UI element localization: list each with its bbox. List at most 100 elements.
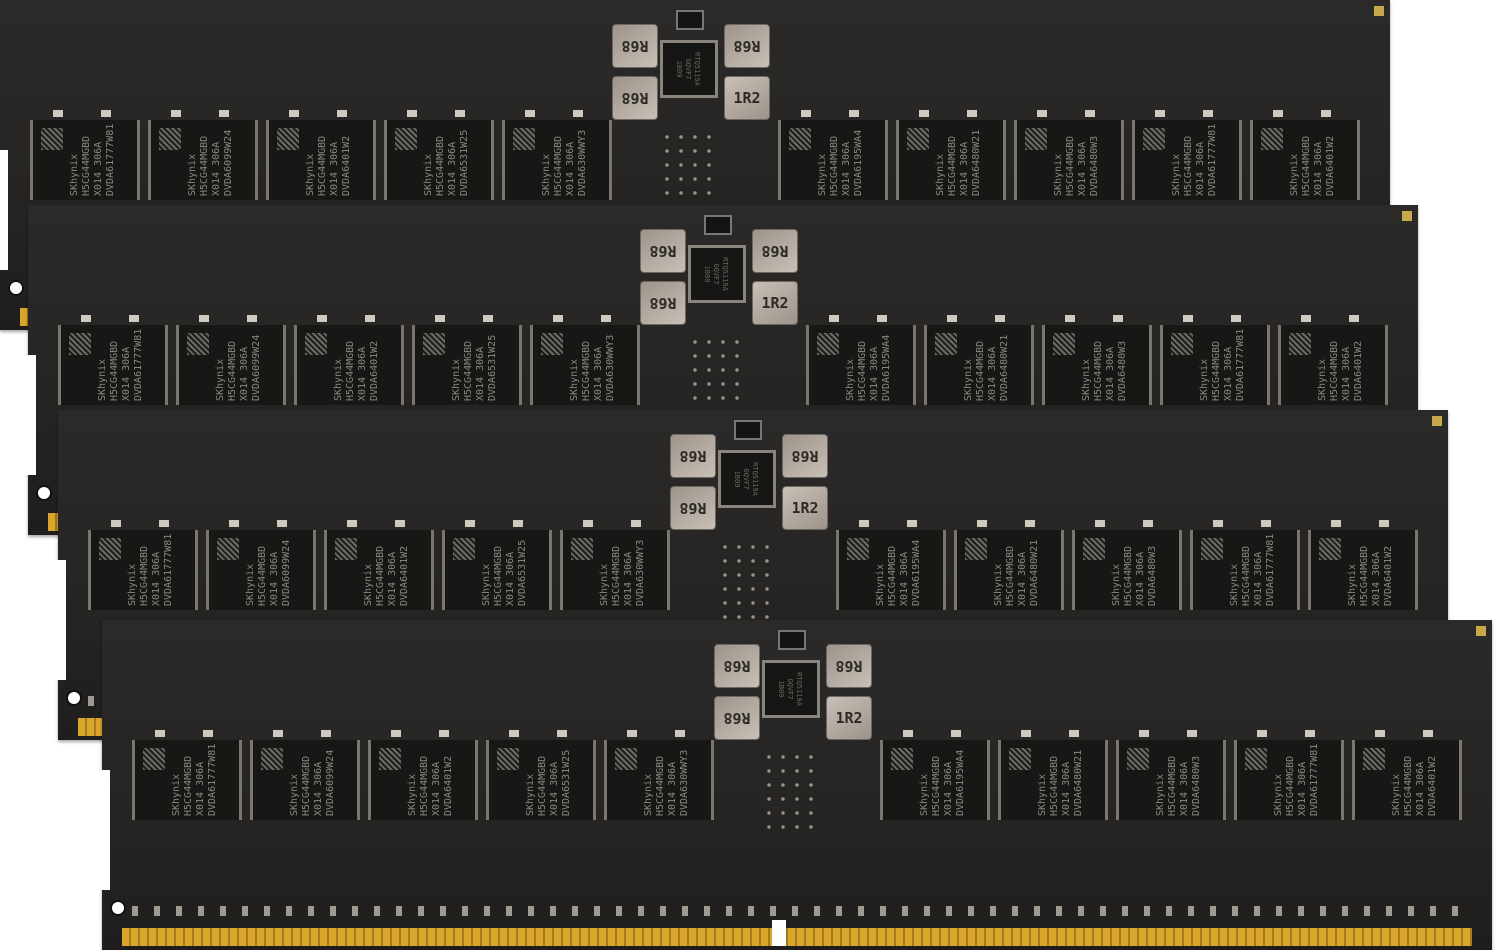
chip-datamatrix bbox=[69, 333, 91, 355]
inductor: R68 bbox=[782, 434, 828, 478]
chip-pad bbox=[159, 520, 169, 527]
smd-components bbox=[718, 540, 778, 620]
inductor: 1R2 bbox=[752, 281, 798, 325]
chip-pad bbox=[1301, 315, 1311, 322]
chip-pad bbox=[801, 110, 811, 117]
inductor: R68 bbox=[714, 696, 760, 740]
chip-pad bbox=[1095, 520, 1105, 527]
chip-pad bbox=[829, 315, 839, 322]
chip-datamatrix bbox=[965, 538, 987, 560]
chip-pad bbox=[229, 520, 239, 527]
chip-datamatrix bbox=[789, 128, 811, 150]
inductor: R68 bbox=[670, 486, 716, 530]
chip-pad bbox=[337, 110, 347, 117]
inductor: R68 bbox=[640, 229, 686, 273]
chip-pad bbox=[1273, 110, 1283, 117]
chip-datamatrix bbox=[395, 128, 417, 150]
chip-datamatrix bbox=[187, 333, 209, 355]
chip-pad bbox=[509, 730, 519, 737]
chip-pad bbox=[1065, 315, 1075, 322]
chip-pad bbox=[129, 315, 139, 322]
chip-pad bbox=[1183, 315, 1193, 322]
spd-chip bbox=[704, 215, 732, 235]
chip-datamatrix bbox=[305, 333, 327, 355]
chip-datamatrix bbox=[1025, 128, 1047, 150]
chip-pad bbox=[631, 520, 641, 527]
inductor: R68 bbox=[612, 76, 658, 120]
chip-pad bbox=[1375, 730, 1385, 737]
inductor: R68 bbox=[826, 644, 872, 688]
inductor: R68 bbox=[714, 644, 760, 688]
chip-pad bbox=[1261, 520, 1271, 527]
chip-pad bbox=[203, 730, 213, 737]
chip-datamatrix bbox=[379, 748, 401, 770]
chip-datamatrix bbox=[847, 538, 869, 560]
corner-pad bbox=[1476, 626, 1486, 636]
chip-pad bbox=[849, 110, 859, 117]
chip-pad bbox=[967, 110, 977, 117]
chip-pad bbox=[1139, 730, 1149, 737]
chip-datamatrix bbox=[1245, 748, 1267, 770]
chip-pad bbox=[553, 315, 563, 322]
chip-pad bbox=[1025, 520, 1035, 527]
chip-pad bbox=[525, 110, 535, 117]
chip-pad bbox=[1203, 110, 1213, 117]
chip-datamatrix bbox=[261, 748, 283, 770]
inductor: R68 bbox=[612, 24, 658, 68]
inductor: R68 bbox=[724, 24, 770, 68]
chip-pad bbox=[277, 520, 287, 527]
chip-datamatrix bbox=[907, 128, 929, 150]
chip-datamatrix bbox=[335, 538, 357, 560]
chip-datamatrix bbox=[1143, 128, 1165, 150]
chip-datamatrix bbox=[423, 333, 445, 355]
inductor: R68 bbox=[640, 281, 686, 325]
gold-fingers bbox=[122, 920, 1472, 946]
chip-pad bbox=[583, 520, 593, 527]
chip-datamatrix bbox=[1083, 538, 1105, 560]
chip-pad bbox=[1037, 110, 1047, 117]
inductor: R68 bbox=[752, 229, 798, 273]
inductor: 1R2 bbox=[724, 76, 770, 120]
chip-pad bbox=[1069, 730, 1079, 737]
chip-datamatrix bbox=[513, 128, 535, 150]
chip-pad bbox=[675, 730, 685, 737]
inductor: 1R2 bbox=[782, 486, 828, 530]
chip-pad bbox=[1231, 315, 1241, 322]
chip-datamatrix bbox=[143, 748, 165, 770]
